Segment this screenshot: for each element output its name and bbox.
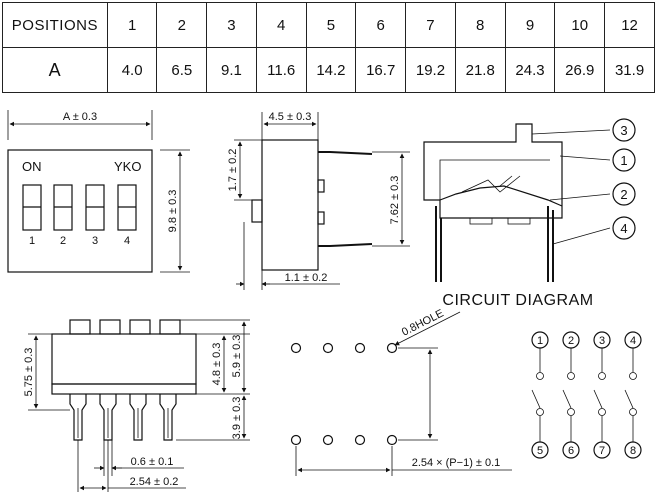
- front-total-dim: 5.9 ± 0.3: [231, 335, 243, 378]
- circuit-diagram: CIRCUIT DIAGRAM 1 2 3 4: [442, 292, 642, 459]
- section-view: 3 1 2 4: [423, 118, 636, 282]
- switch-symbol: [593, 348, 606, 442]
- a-value-cell: 14.2: [305, 47, 357, 93]
- pin-circle: [562, 441, 580, 459]
- top-height-dim: 9.8 ± 0.3: [167, 190, 179, 233]
- pin-circle: [531, 441, 549, 459]
- switch-number: 4: [124, 235, 130, 247]
- switch-symbol: [562, 348, 575, 442]
- callout-3: [612, 118, 636, 142]
- a-value-cell: 19.2: [405, 47, 456, 93]
- top-pin-label: 2: [568, 335, 574, 347]
- offset-dim: 1.1 ± 0.2: [285, 272, 328, 284]
- top-pin-label: 1: [537, 335, 543, 347]
- hole: [290, 434, 302, 446]
- hole: [322, 342, 334, 354]
- pcb-footprint: 0.8HOLE 2.54 × (P−1) ± 0.1: [290, 307, 512, 476]
- slider-3: [85, 184, 105, 231]
- side-top-dim: 1.7 ± 0.2: [227, 149, 239, 192]
- switch-number: 3: [92, 235, 98, 247]
- slider-2: [53, 184, 73, 231]
- position-cell: 5: [305, 2, 357, 48]
- top-width-dim: A ± 0.3: [63, 111, 97, 123]
- position-cell: 1: [106, 2, 158, 48]
- position-cell: 12: [604, 2, 655, 48]
- pin-width-dim: 0.6 ± 0.1: [131, 456, 174, 468]
- callout-label: 2: [620, 187, 627, 202]
- top-pin-label: 4: [630, 335, 636, 347]
- bottom-pin-label: 8: [630, 445, 636, 457]
- side-body: [261, 139, 319, 271]
- top-pin-label: 3: [599, 335, 605, 347]
- callout-2: [612, 182, 636, 206]
- pin-circle: [593, 441, 611, 459]
- front-body-dim: 4.8 ± 0.3: [211, 343, 223, 386]
- a-value-cell: 26.9: [554, 47, 606, 93]
- a-value-cell: 31.9: [604, 47, 655, 93]
- hole: [354, 434, 366, 446]
- front-overall-dim: 5.75 ± 0.3: [23, 348, 35, 397]
- switch-body: [7, 149, 153, 273]
- side-actuator: [251, 199, 263, 223]
- a-row: A 4.0 6.5 9.1 11.6 14.2 16.7 19.2 21.8 2…: [2, 47, 655, 93]
- hole: [290, 342, 302, 354]
- hole: [354, 342, 366, 354]
- position-cell: 10: [554, 2, 606, 48]
- hole: [386, 342, 398, 354]
- side-view: 4.5 ± 0.3 1.7 ± 0.2 7.62 ± 0.3 1.1 ± 0.2: [227, 111, 410, 290]
- side-width-dim: 4.5 ± 0.3: [269, 111, 312, 123]
- switch-symbol: [624, 348, 637, 442]
- pitch-formula: 2.54 × (P−1) ± 0.1: [412, 457, 501, 469]
- pitch-dim: 2.54 ± 0.2: [130, 476, 179, 488]
- positions-row: POSITIONS 1 2 3 4 5 6 7 8 9 10 12: [2, 2, 655, 48]
- hole: [386, 434, 398, 446]
- position-cell: 4: [255, 2, 307, 48]
- switch-symbol: [531, 348, 544, 442]
- a-value-cell: 24.3: [504, 47, 556, 93]
- slider-4: [117, 184, 137, 231]
- pin-span-dim: 7.62 ± 0.3: [389, 176, 401, 225]
- callout-label: 3: [620, 123, 627, 138]
- positions-table: POSITIONS 1 2 3 4 5 6 7 8 9 10 12 A 4.0 …: [2, 2, 655, 93]
- front-pin-dim: 3.9 ± 0.3: [231, 397, 243, 440]
- positions-header: POSITIONS: [2, 2, 108, 48]
- pin-circle: [624, 441, 642, 459]
- hole: [322, 434, 334, 446]
- slider-1: [22, 184, 42, 231]
- bottom-pin-label: 6: [568, 445, 574, 457]
- position-cell: 9: [504, 2, 556, 48]
- switch-number: 2: [60, 235, 66, 247]
- on-label: ON: [22, 159, 42, 174]
- switch-number: 1: [29, 235, 35, 247]
- a-value-cell: 9.1: [206, 47, 257, 93]
- front-view: 5.75 ± 0.3 4.8 ± 0.3 5.9 ± 0.3 3.9 ± 0.3…: [23, 319, 250, 492]
- top-view: A ± 0.3 ON YKO 1 2 3 4 9.8 ± 0.3: [7, 110, 190, 273]
- circuit-title: CIRCUIT DIAGRAM: [442, 292, 593, 309]
- brand-label: YKO: [114, 159, 141, 174]
- bottom-pin-label: 7: [599, 445, 605, 457]
- a-value-cell: 16.7: [355, 47, 407, 93]
- position-cell: 7: [405, 2, 456, 48]
- callout-4: [612, 216, 636, 240]
- a-row-label: A: [2, 47, 108, 93]
- a-value-cell: 4.0: [106, 47, 158, 93]
- callout-label: 1: [620, 153, 627, 168]
- bottom-pin-label: 5: [537, 445, 543, 457]
- callout-1: [612, 148, 636, 172]
- front-body: [51, 333, 197, 385]
- callout-label: 4: [620, 221, 627, 236]
- front-pins: [69, 394, 177, 441]
- a-value-cell: 11.6: [255, 47, 307, 93]
